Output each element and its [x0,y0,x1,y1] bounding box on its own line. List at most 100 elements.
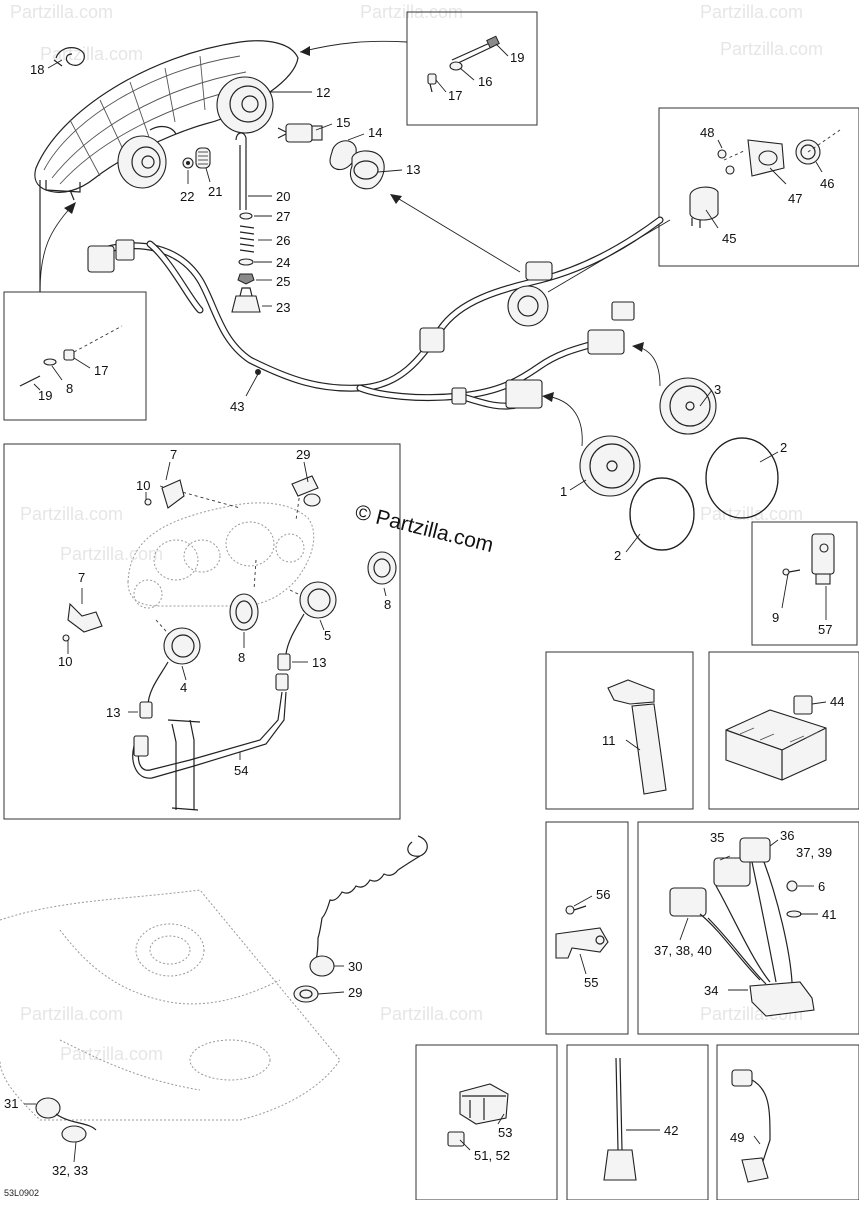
callout-10: 10 [58,654,72,669]
callout-56: 56 [596,887,610,902]
callout-46: 46 [820,176,834,191]
callout-17: 17 [94,363,108,378]
callout-45: 45 [722,231,736,246]
callout-23: 23 [276,300,290,315]
callout-49: 49 [730,1130,744,1145]
callout-57: 57 [818,622,832,637]
callout-37-38-40: 37, 38, 40 [654,943,712,958]
watermark: Partzilla.com [700,2,803,22]
bulb-socket-boot [277,123,385,190]
box-harness-34 [637,821,859,1035]
callout-13: 13 [312,655,326,670]
callout-7: 7 [170,447,177,462]
callout-30: 30 [348,959,362,974]
small-parts-21-22 [182,147,211,169]
callout-22: 22 [180,189,194,204]
callout-11: 11 [602,733,616,748]
watermark: Partzilla.com [700,504,803,524]
parts-9-57 [782,533,835,585]
callout-32-33: 32, 33 [52,1163,88,1178]
callout-15: 15 [336,115,350,130]
callout-27: 27 [276,209,290,224]
callout-19: 19 [510,50,524,65]
headlight-assembly [34,40,299,201]
callout-14: 14 [368,125,382,140]
box-44 [708,651,859,810]
gauges-and-rings [579,377,779,551]
callout-51-52: 51, 52 [474,1148,510,1163]
watermark: Partzilla.com [60,1044,163,1064]
callout-37-39: 37, 39 [796,845,832,860]
callout-labels: 18 12 19 16 17 15 14 13 22 21 20 27 26 2… [4,50,844,1178]
callout-8: 8 [66,381,73,396]
callout-54: 54 [234,763,248,778]
box-49 [716,1044,859,1201]
callout-8: 8 [384,597,391,612]
watermark: Partzilla.com [20,504,123,524]
inset-fasteners-parts [427,35,500,93]
callout-55: 55 [584,975,598,990]
callout-20: 20 [276,189,290,204]
callout-8: 8 [238,650,245,665]
callout-24: 24 [276,255,290,270]
callout-4: 4 [180,680,187,695]
part-42-sensor [603,1057,637,1181]
watermark: Partzilla.com [380,1004,483,1024]
box-11 [545,651,694,810]
callout-29: 29 [348,985,362,1000]
callout-17: 17 [448,88,462,103]
callout-16: 16 [478,74,492,89]
part-stack-20-27 [231,132,261,313]
callout-10: 10 [136,478,150,493]
callout-5: 5 [324,628,331,643]
callout-18: 18 [30,62,44,77]
inset-box-module [658,107,859,267]
inset-left-parts [19,180,123,387]
callout-2: 2 [780,440,787,455]
callout-36: 36 [780,828,794,843]
parts-51-53 [447,1083,509,1147]
callout-13: 13 [106,705,120,720]
box-42 [566,1044,709,1201]
watermark: Partzilla.com [10,2,113,22]
callout-47: 47 [788,191,802,206]
arrow-lines [39,40,671,447]
callout-25: 25 [276,274,290,289]
box-55-56 [545,821,629,1035]
callout-1: 1 [560,484,567,499]
callout-29: 29 [296,447,310,462]
box-9-57 [751,521,858,646]
callout-43: 43 [230,399,244,414]
watermark-main: © Partzilla.com [353,501,496,558]
wiring-harness [87,216,664,410]
part-49-sensor [731,1069,771,1183]
tether-and-cover [0,835,428,1143]
watermark: Partzilla.com [720,39,823,59]
callout-19: 19 [38,388,52,403]
callout-26: 26 [276,233,290,248]
callout-6: 6 [818,879,825,894]
callout-34: 34 [704,983,718,998]
harness-34-drawing [669,837,815,1017]
callout-48: 48 [700,125,714,140]
parts-55-56 [555,905,609,959]
callout-7: 7 [78,570,85,585]
callout-3: 3 [714,382,721,397]
cluster-box [3,443,401,820]
callout-13: 13 [406,162,420,177]
callout-9: 9 [772,610,779,625]
part-44-fusebox [725,695,827,781]
diagram-code: 53L0902 [4,1188,39,1198]
part-18-clip [53,47,85,67]
callout-42: 42 [664,1123,678,1138]
leader-lines [24,43,827,1163]
callout-44: 44 [830,694,844,709]
box-51-53 [415,1044,558,1201]
part-11-sensor [607,679,667,795]
inset-box-left-fasteners [3,291,147,421]
callout-53: 53 [498,1125,512,1140]
callout-35: 35 [710,830,724,845]
callout-2: 2 [614,548,621,563]
